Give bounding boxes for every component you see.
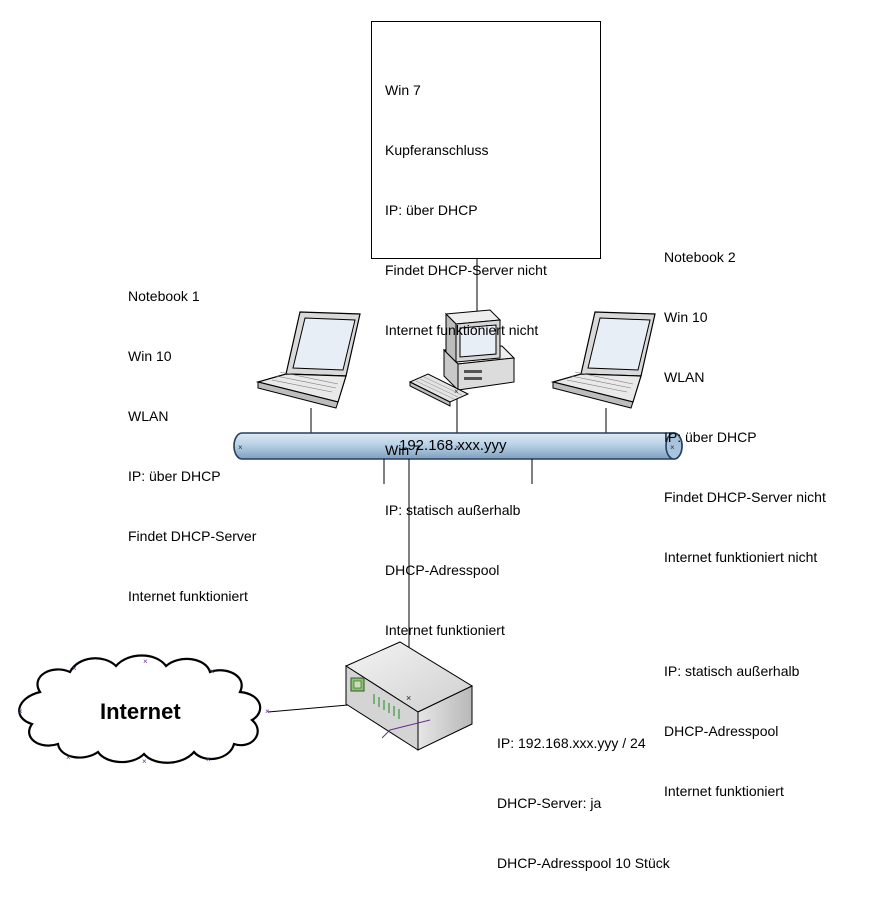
router-line: DHCP-Server: ja <box>497 795 602 811</box>
notebook2-line: Findet DHCP-Server nicht <box>664 489 826 505</box>
svg-text:×: × <box>670 443 675 452</box>
desktop-line: Win 7 <box>385 442 421 458</box>
svg-text:×: × <box>72 664 77 673</box>
svg-text:×: × <box>210 667 215 676</box>
desktop-info-box <box>371 21 601 259</box>
notebook2-line <box>664 607 826 621</box>
desktop-info-text: Win 7 Kupferanschluss IP: über DHCP Find… <box>385 40 547 680</box>
network-diagram: × × × <box>18 21 826 871</box>
notebook1-line: IP: über DHCP <box>128 468 221 484</box>
notebook2-line: Notebook 2 <box>664 249 736 265</box>
notebook1-info: Notebook 1 Win 10 WLAN IP: über DHCP Fin… <box>128 246 256 646</box>
laptop-icon-notebook2 <box>550 311 656 409</box>
svg-text:×: × <box>406 693 411 703</box>
network-bus: × × × <box>233 432 683 460</box>
router-line: IP: 192.168.xxx.yyy / 24 <box>497 735 646 751</box>
svg-text:×: × <box>454 387 459 396</box>
laptop-icon-notebook1 <box>255 311 361 409</box>
notebook2-line: Internet funktioniert nicht <box>664 549 818 565</box>
svg-text:×: × <box>265 707 270 716</box>
diagram-graphics: × × × <box>18 257 683 766</box>
notebook1-line: Findet DHCP-Server <box>128 528 257 544</box>
notebook1-line: Win 10 <box>128 348 172 364</box>
desktop-line: Findet DHCP-Server nicht <box>385 262 547 278</box>
notebook2-line: IP: statisch außerhalb <box>664 663 800 679</box>
internet-label: Internet <box>100 699 181 724</box>
desktop-pc-icon: × <box>408 309 516 407</box>
notebook2-line: Win 10 <box>664 309 708 325</box>
desktop-line: Win 7 <box>385 82 421 98</box>
router-info: IP: 192.168.xxx.yyy / 24 DHCP-Server: ja… <box>497 693 670 913</box>
desktop-line: IP: statisch außerhalb <box>385 502 521 518</box>
svg-text:×: × <box>455 443 460 452</box>
desktop-line: Internet funktioniert <box>385 622 505 638</box>
desktop-line: DHCP-Adresspool <box>385 562 500 578</box>
svg-text:×: × <box>206 755 211 764</box>
notebook2-line: Internet funktioniert <box>664 783 784 799</box>
notebook2-info: Notebook 2 Win 10 WLAN IP: über DHCP Fin… <box>664 207 826 841</box>
notebook2-line: DHCP-Adresspool <box>664 723 779 739</box>
desktop-line: Kupferanschluss <box>385 142 489 158</box>
desktop-line <box>385 380 547 400</box>
router-line: DHCP-Adresspool 10 Stück <box>497 855 670 871</box>
bus-ip-label: 192.168.xxx.yyy <box>399 437 507 454</box>
notebook1-line: Notebook 1 <box>128 288 200 304</box>
svg-text:×: × <box>18 707 23 716</box>
desktop-line: Internet funktioniert nicht <box>385 322 539 338</box>
notebook2-line: WLAN <box>664 369 705 385</box>
router-icon: × <box>344 641 474 751</box>
svg-text:×: × <box>143 657 148 666</box>
notebook2-line: IP: über DHCP <box>664 429 757 445</box>
svg-text:×: × <box>142 757 147 766</box>
notebook1-line: Internet funktioniert <box>128 588 248 604</box>
router-to-internet-line <box>267 704 349 713</box>
internet-cloud: × × × × × × × × <box>18 654 270 766</box>
svg-text:×: × <box>238 443 243 452</box>
desktop-line: IP: über DHCP <box>385 202 478 218</box>
notebook1-line: WLAN <box>128 408 169 424</box>
svg-text:×: × <box>66 753 71 762</box>
